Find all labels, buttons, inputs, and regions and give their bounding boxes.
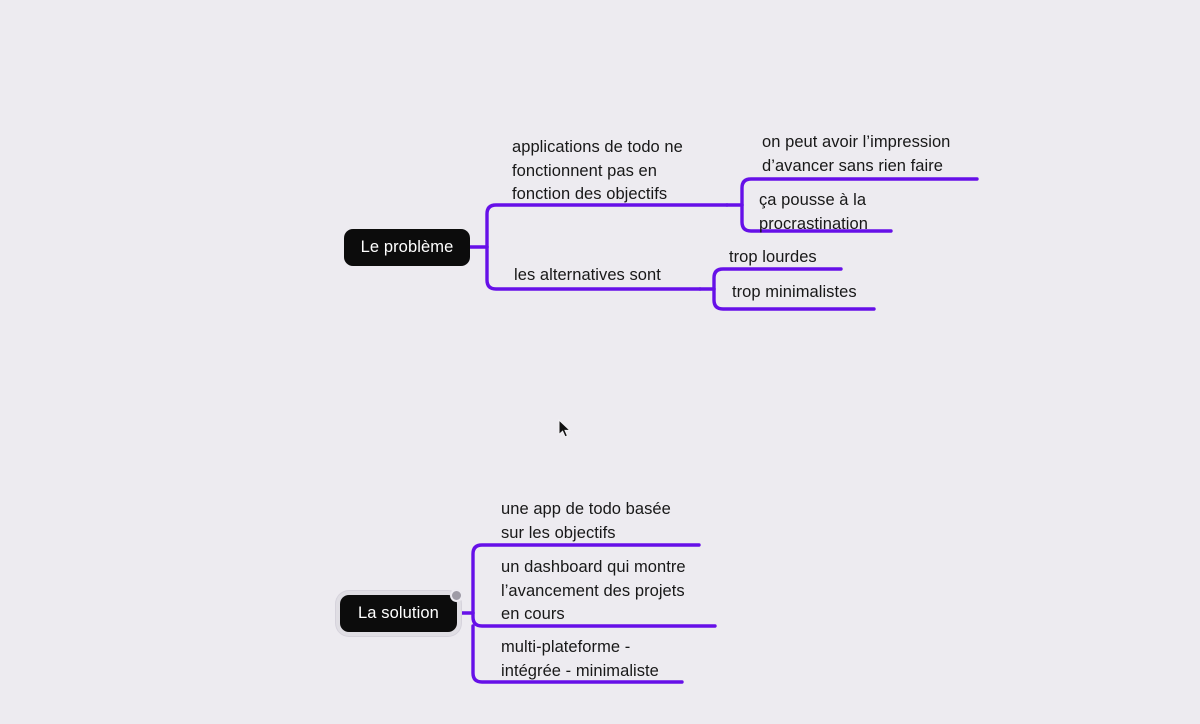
selection-handle-dot[interactable] [450,589,463,602]
branch-label-procrastination[interactable]: ça pousse à la procrastination [759,191,868,233]
branch-label-dashboard[interactable]: un dashboard qui montre l’avancement des… [501,558,686,623]
branch-label-trop-minimalistes[interactable]: trop minimalistes [732,283,857,301]
root-node-solution[interactable]: La solution [340,589,463,632]
branch-label-trop-lourdes[interactable]: trop lourdes [729,248,817,266]
root-node-probleme[interactable]: Le problème [344,229,470,266]
branch-label-impression[interactable]: on peut avoir l’impression d’avancer san… [762,133,951,175]
root-node-solution-label: La solution [358,604,439,622]
branch-label-app-todo-objectifs[interactable]: une app de todo basée sur les objectifs [501,500,671,542]
branch-label-multi-plateforme[interactable]: multi-plateforme - intégrée - minimalist… [501,638,659,680]
connector-probleme-spine-top [485,203,729,249]
branch-label-apps-todo[interactable]: applications de todo ne fonctionnent pas… [512,138,683,203]
branch-label-alternatives[interactable]: les alternatives sont [514,266,661,284]
root-node-probleme-label: Le problème [360,238,454,256]
mouse-cursor [558,419,572,438]
